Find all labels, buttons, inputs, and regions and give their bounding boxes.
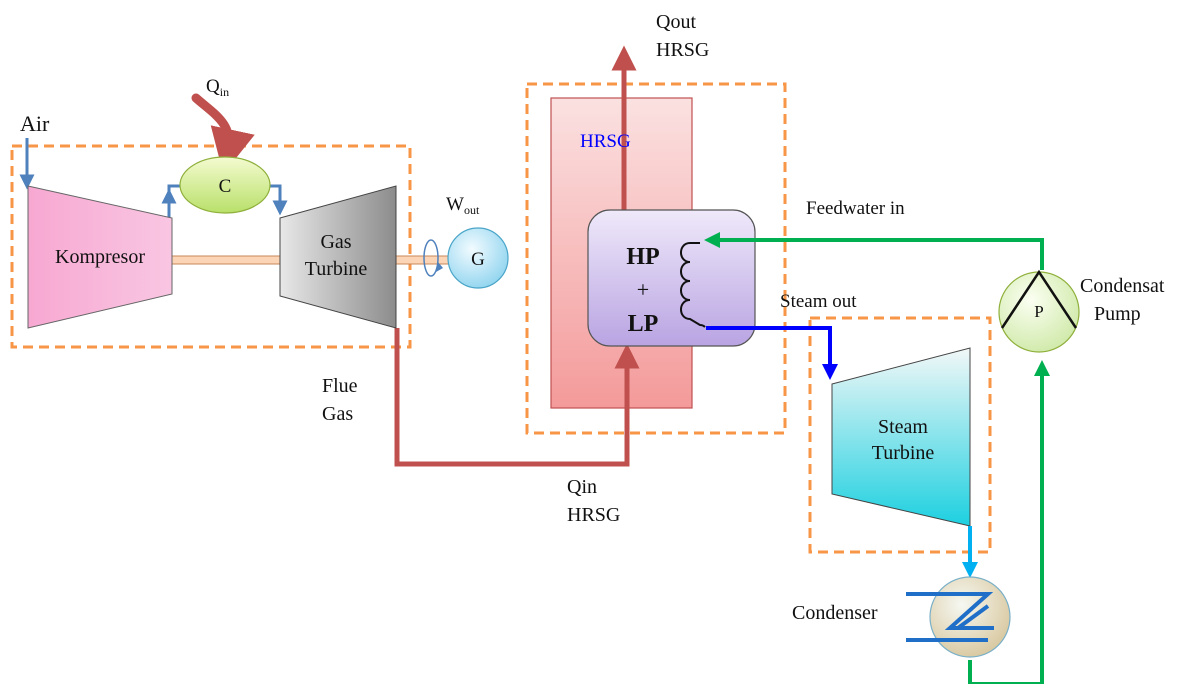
steam-turbine-label-line2: Turbine <box>872 442 935 464</box>
rotation-icon <box>423 239 439 277</box>
flue-gas-label-line1: Flue <box>322 375 358 397</box>
compressor-to-combustor-pipe <box>167 184 180 218</box>
hp-label: HP <box>626 244 659 270</box>
compressor <box>27 185 173 329</box>
generator-label: G <box>471 249 485 270</box>
rotation-arrow-icon <box>436 262 443 272</box>
flue-gas-label-line2: Gas <box>322 403 353 425</box>
steam-turbine-boundary <box>808 316 992 554</box>
plus-label: + <box>637 277 649 302</box>
condensate-to-pump-pipe <box>968 660 1042 684</box>
gas-turbine-label-line2: Turbine <box>305 258 368 280</box>
feedwater-in-label: Feedwater in <box>806 198 905 219</box>
condensat-pump-label-line1: Condensat <box>1080 275 1165 297</box>
hrsg-label: HRSG <box>580 131 631 152</box>
q-in-hrsg-label-line1: Qin <box>567 476 597 498</box>
combustor-label: C <box>219 176 232 197</box>
air-label: Air <box>20 111 50 136</box>
w-out-label: Wout <box>446 194 480 217</box>
condensat-pump-label-line2: Pump <box>1094 303 1141 325</box>
generator <box>447 227 509 289</box>
flue-gas-pipe <box>394 328 640 467</box>
q-out-hrsg-label-line2: HRSG <box>656 39 709 61</box>
hp-lp-module <box>587 209 756 347</box>
pump-symbol-icon <box>1000 269 1078 329</box>
gas-turbine-label-line1: Gas <box>320 231 351 253</box>
condenser-coil-icon <box>906 592 994 642</box>
steam-out-label: Steam out <box>780 291 857 312</box>
gas-turbine <box>279 185 397 329</box>
q-in-arrow <box>191 93 255 175</box>
q-in-label: Qin <box>206 76 229 99</box>
steam-turbine-label-line1: Steam <box>878 416 928 438</box>
lp-label: LP <box>628 311 659 337</box>
combustor-to-turbine-pipe <box>268 184 288 216</box>
combustor <box>179 156 271 214</box>
pump-label: P <box>1034 302 1043 321</box>
heat-exchanger-coil-icon <box>680 242 706 328</box>
q-out-hrsg-label-line1: Qout <box>656 11 696 33</box>
q-in-hrsg-label-line2: HRSG <box>567 504 620 526</box>
steam-out-pipe <box>706 326 838 380</box>
hrsg-boundary <box>525 82 787 435</box>
condenser-label: Condenser <box>792 602 878 624</box>
compressor-label: Kompresor <box>55 246 145 268</box>
feedwater-return-pipe <box>704 232 1044 270</box>
